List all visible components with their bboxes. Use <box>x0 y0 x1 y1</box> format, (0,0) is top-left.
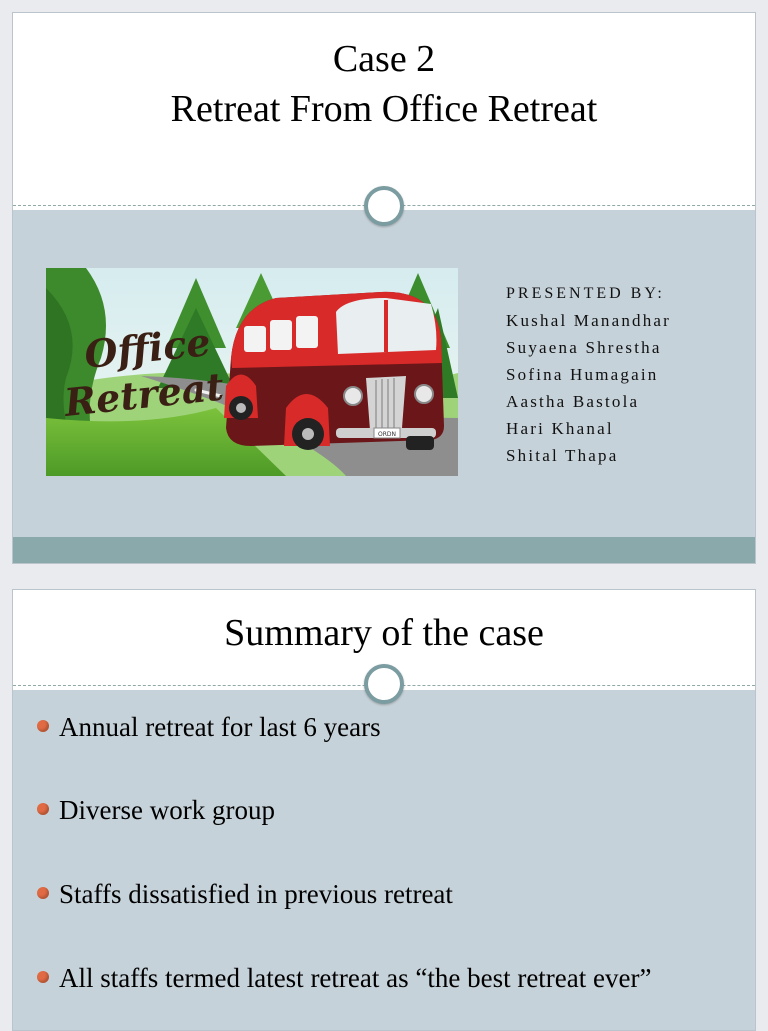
bullet-icon <box>37 971 49 983</box>
presenter-name: Sofina Humagain <box>506 365 659 384</box>
office-retreat-illustration: ORDN Office Retreat <box>46 268 458 476</box>
office-retreat-logo-text: Office Retreat <box>61 319 226 425</box>
presenter-name: Hari Khanal <box>506 419 614 438</box>
presenter-list: PRESENTED BY: Kushal Manandhar Suyaena S… <box>506 280 736 469</box>
title-area: Case 2 Retreat From Office Retreat <box>13 13 755 205</box>
divider-ring-icon <box>364 186 404 226</box>
bullet-text: All staffs termed latest retreat as “the… <box>59 963 652 993</box>
bullet-icon <box>37 720 49 732</box>
slide-title-line-1: Case 2 <box>332 38 436 80</box>
presenter-name: Suyaena Shrestha <box>506 338 662 357</box>
summary-slide: Summary of the case Annual retreat for l… <box>12 589 756 1031</box>
presenter-name: Aastha Bastola <box>506 392 640 411</box>
presented-by-heading: PRESENTED BY: <box>506 285 665 302</box>
slide-title: Summary of the case <box>224 612 544 654</box>
slide-title-line-2: Retreat From Office Retreat <box>170 88 598 130</box>
divider-ring-icon <box>364 664 404 704</box>
presenter-name: Kushal Manandhar <box>506 311 672 330</box>
footer-band <box>13 537 755 563</box>
slide-body <box>13 690 755 1030</box>
bullet-text: Diverse work group <box>59 795 275 825</box>
bullet-icon <box>37 803 49 815</box>
bus-icon: ORDN <box>224 291 444 450</box>
title-slide: Case 2 Retreat From Office Retreat <box>12 12 756 564</box>
presenter-name: Shital Thapa <box>506 446 619 465</box>
bullet-icon <box>37 887 49 899</box>
bullet-text: Annual retreat for last 6 years <box>59 712 381 742</box>
bullet-text: Staffs dissatisfied in previous retreat <box>59 879 453 909</box>
svg-text:ORDN: ORDN <box>378 431 396 438</box>
